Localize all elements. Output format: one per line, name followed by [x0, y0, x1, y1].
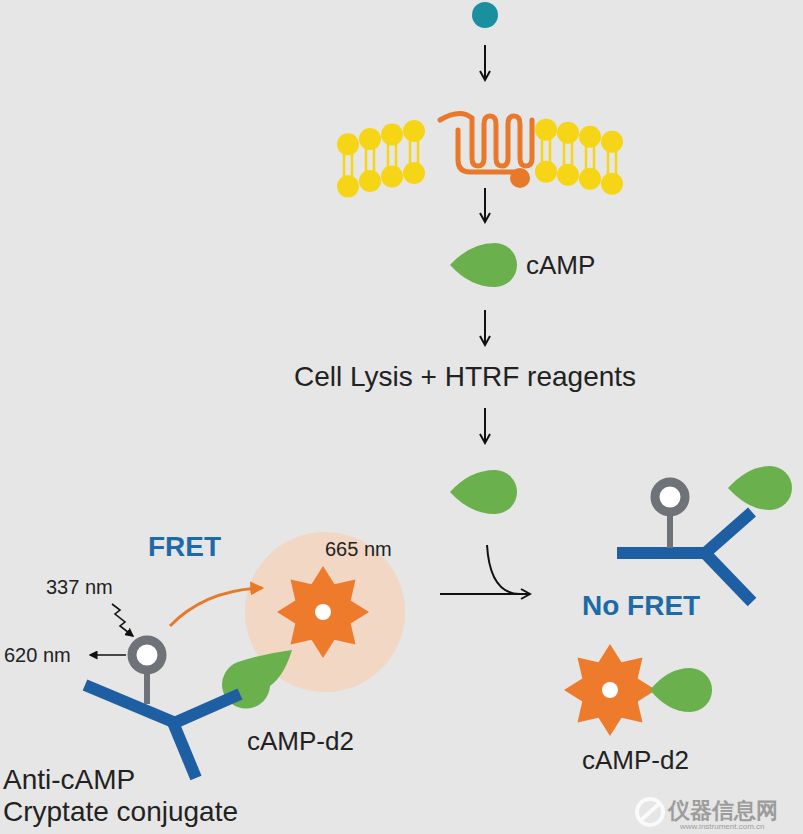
camp-molecule	[450, 243, 517, 287]
gpcr-receptor	[440, 113, 532, 188]
molecule-label: cAMP	[526, 251, 595, 281]
wavelength-label: 665 nm	[325, 538, 392, 561]
excitation-arrow	[112, 604, 133, 636]
wavelength-label: 337 nm	[46, 576, 113, 599]
camp-molecule	[728, 466, 792, 510]
molecule-label: cAMP-d2	[247, 727, 354, 757]
cryptate-donor	[655, 482, 685, 512]
molecule-label: cAMP-d2	[582, 746, 689, 776]
camp-molecule	[450, 470, 517, 514]
cryptate-donor	[132, 640, 162, 670]
step-label: Cell Lysis + HTRF reagents	[294, 361, 636, 393]
watermark: 仪器信息网	[668, 798, 778, 823]
molecule-label: Anti-cAMP Cryptate conjugate	[3, 764, 243, 828]
lipid-bilayer	[337, 119, 623, 198]
linker	[144, 672, 150, 704]
watermark-url: www.instrument.com.cn	[680, 822, 764, 831]
watermark-logo	[637, 799, 663, 825]
fret-arrow	[170, 588, 262, 626]
wavelength-label: 620 nm	[4, 644, 71, 667]
emission-arrow	[90, 654, 126, 656]
linker	[667, 514, 673, 548]
d2-acceptor	[277, 566, 369, 658]
antibody	[617, 512, 752, 602]
ligand-dot	[472, 2, 498, 28]
camp-molecule	[650, 668, 712, 712]
d2-acceptor	[564, 644, 656, 736]
state-label: No FRET	[582, 590, 700, 622]
state-label: FRET	[148, 531, 221, 563]
